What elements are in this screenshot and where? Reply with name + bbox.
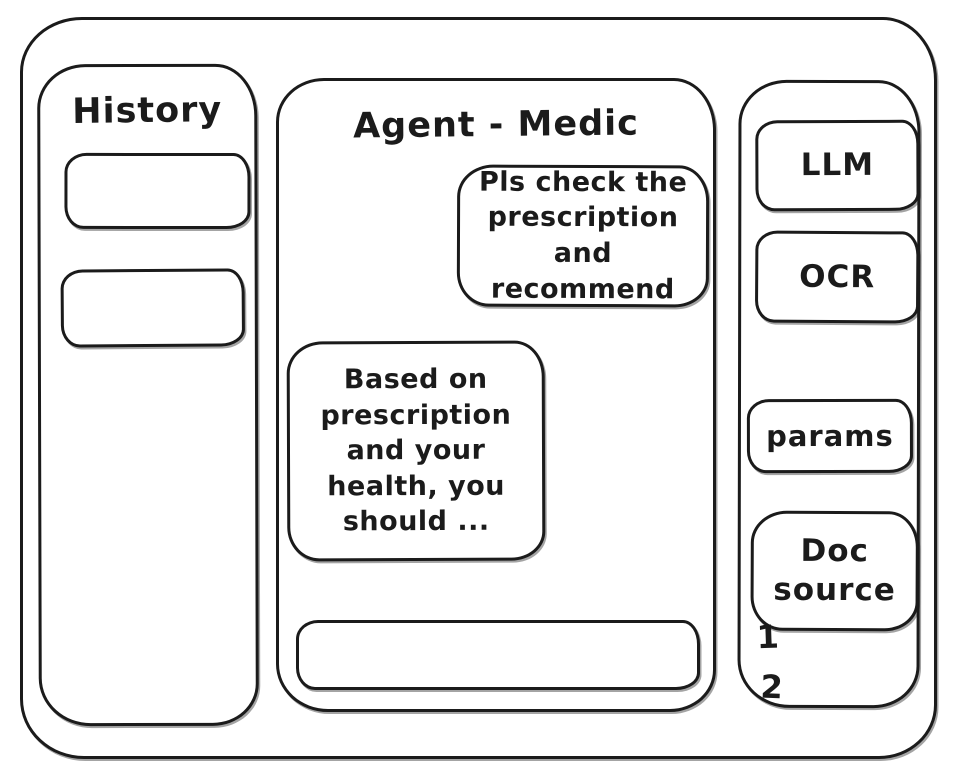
params-button-label: params [766,418,894,453]
doc-source-item-1[interactable]: 1 [755,617,780,657]
doc-source-button[interactable]: Doc source [750,510,919,632]
params-button[interactable]: params [746,398,913,474]
agent-message-bubble: Based on prescription and your health, y… [286,340,546,562]
history-item[interactable] [64,152,251,230]
llm-button[interactable]: LLM [755,119,920,212]
chat-input[interactable] [296,620,700,690]
history-sidebar: History [37,63,259,727]
user-message-bubble: Pls check the prescription and recommend [456,164,710,308]
history-title: History [72,90,223,132]
chat-title: Agent - Medic [352,103,640,147]
llm-button-label: LLM [800,147,875,184]
ocr-button[interactable]: OCR [754,230,920,324]
doc-source-button-label: Doc source [773,533,896,609]
ocr-button-label: OCR [799,258,876,295]
history-item[interactable] [60,268,246,348]
chat-panel: Agent - Medic Pls check the prescription… [276,78,716,712]
tools-sidebar: LLM OCR params Doc source 1 2 [737,79,921,709]
doc-source-item-2[interactable]: 2 [759,667,784,707]
